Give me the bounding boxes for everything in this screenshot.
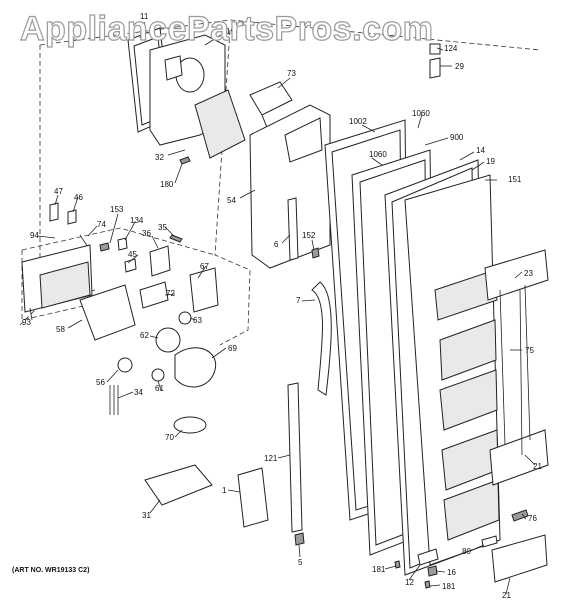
bushing-80-part — [481, 535, 498, 548]
callout-181-bottom: 181 — [442, 582, 456, 591]
callout-45: 45 — [128, 250, 137, 259]
callout-14: 14 — [476, 146, 485, 155]
actuator-58-part — [79, 284, 136, 341]
screw-35-part — [169, 234, 183, 243]
callout-93: 93 — [22, 318, 31, 327]
callout-121: 121 — [264, 454, 278, 463]
screw-181-part — [394, 560, 401, 569]
door-bin-middle-part — [489, 429, 549, 486]
callout-11: 11 — [140, 12, 149, 21]
callout-6: 6 — [274, 240, 279, 249]
callout-1060-top: 1060 — [412, 109, 430, 118]
callout-35: 35 — [158, 223, 167, 232]
inner-door-liner-part — [404, 174, 501, 566]
bottom-hinge-part — [294, 532, 305, 546]
callout-124: 124 — [444, 44, 458, 53]
dispenser-recess-part — [249, 104, 331, 269]
callout-74: 74 — [97, 220, 106, 229]
gear-63-part — [178, 311, 192, 325]
bracket-67-part — [189, 267, 219, 313]
ring-62-part — [155, 327, 181, 353]
callout-7: 7 — [296, 296, 301, 305]
callout-94: 94 — [30, 231, 39, 240]
door-bin-upper-part — [484, 249, 549, 301]
callout-34: 34 — [134, 388, 143, 397]
hinge-bracket-12-part — [417, 548, 439, 566]
callout-1002: 1002 — [349, 117, 367, 126]
callout-46: 46 — [74, 193, 83, 202]
callout-23: 23 — [524, 269, 533, 278]
callout-12: 12 — [405, 578, 414, 587]
callout-1060-mid: 1060 — [369, 150, 387, 159]
control-panel-part — [39, 261, 91, 309]
screw-181b-part — [424, 580, 431, 589]
motor-72-part — [139, 281, 169, 309]
art-number: (ART NO. WR19133 C2) — [12, 567, 89, 574]
clip-part — [429, 43, 441, 79]
cap-16-part — [427, 565, 438, 577]
trim-strip-part — [287, 197, 299, 261]
knob-56-part — [117, 357, 133, 373]
callout-134: 134 — [130, 216, 144, 225]
bin-rail-part — [499, 284, 531, 456]
callout-31: 31 — [142, 511, 151, 520]
tech-sheet-1-part — [237, 467, 269, 528]
callout-5: 5 — [298, 558, 303, 567]
drip-tray-31-part — [144, 464, 213, 506]
cover-plate-part — [194, 89, 246, 159]
bracket-46-part — [67, 209, 77, 225]
callout-152: 152 — [302, 231, 316, 240]
knob-61-part — [151, 368, 165, 382]
callout-56: 56 — [96, 378, 105, 387]
callout-180: 180 — [160, 180, 174, 189]
callout-153: 153 — [110, 205, 124, 214]
leader-lines — [29, 21, 536, 595]
callout-151: 151 — [508, 175, 522, 184]
screw-part — [179, 156, 191, 165]
harness-34-part — [109, 385, 119, 415]
callout-181-left: 181 — [372, 565, 386, 574]
callout-29: 29 — [455, 62, 464, 71]
callout-80: 80 — [462, 547, 471, 556]
callout-58: 58 — [56, 325, 65, 334]
door-handle-part — [311, 281, 332, 396]
callout-21-mid: 21 — [533, 462, 542, 471]
callout-69: 69 — [228, 344, 237, 353]
callout-19: 19 — [486, 157, 495, 166]
callout-47: 47 — [54, 187, 63, 196]
callout-67: 67 — [200, 262, 209, 271]
module-group-outline — [21, 227, 216, 321]
bracket-47-part — [49, 202, 59, 222]
site-watermark: AppliancePartsPros.com — [20, 10, 433, 48]
long-trim-part — [287, 382, 303, 533]
callout-76: 76 — [528, 514, 537, 523]
callout-72: 72 — [166, 289, 175, 298]
callout-75: 75 — [525, 346, 534, 355]
cup-70-part — [173, 416, 207, 434]
callout-32: 32 — [155, 153, 164, 162]
callout-61: 61 — [155, 384, 164, 393]
callout-16: 16 — [447, 568, 456, 577]
chute-door-69-part — [174, 347, 217, 388]
callout-1: 1 — [222, 486, 227, 495]
callout-36: 36 — [142, 229, 151, 238]
callout-900: 900 — [450, 133, 464, 142]
callout-21-bottom: 21 — [502, 591, 511, 600]
connector-134-part — [117, 237, 128, 251]
door-bin-lower-part — [491, 534, 548, 583]
callout-73: 73 — [287, 69, 296, 78]
connector-153-part — [99, 242, 110, 252]
callout-63: 63 — [193, 316, 202, 325]
hinge-76-part — [511, 509, 529, 522]
callout-54: 54 — [227, 196, 236, 205]
callout-70: 70 — [165, 433, 174, 442]
callout-62: 62 — [140, 331, 149, 340]
solenoid-36-part — [149, 245, 171, 277]
hinge-clip-part — [311, 247, 320, 259]
callout-19-top: 19 — [226, 27, 235, 36]
